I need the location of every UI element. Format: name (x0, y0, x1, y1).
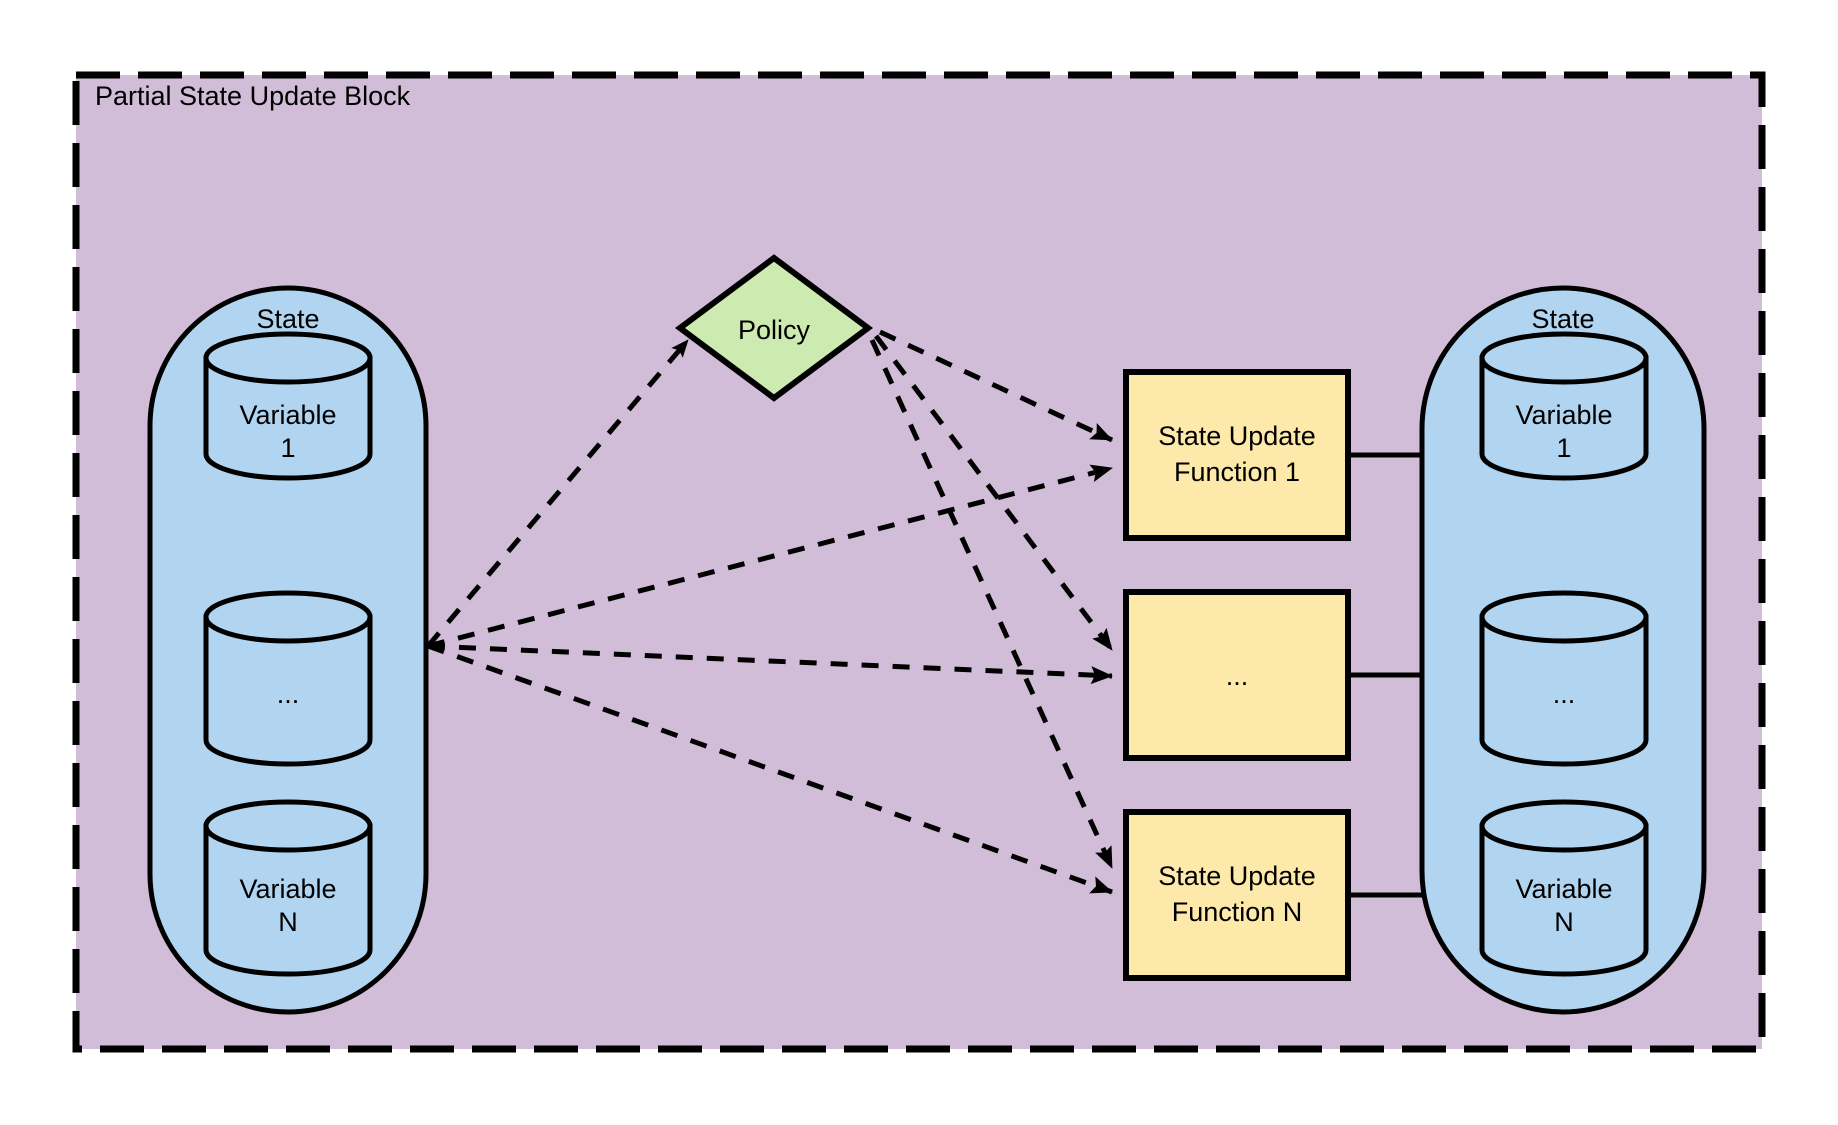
output-variable-ellipsis[interactable]: ... (1479, 590, 1649, 767)
policy-shape (674, 254, 874, 402)
output-variable-ellipsis-body (1479, 614, 1649, 767)
policy-label: Policy (738, 315, 811, 345)
edge-policy-to-function-ellipsis (874, 334, 1114, 652)
input-variable-n-label-line2: N (278, 907, 298, 937)
state-update-function-n-label-line2: Function N (1172, 897, 1303, 927)
state-update-function-ellipsis-label: ... (1226, 661, 1249, 691)
block-title: Partial State Update Block (95, 81, 411, 111)
state-update-function-n[interactable]: State Update Function N (1123, 809, 1351, 981)
state-update-function-ellipsis[interactable]: ... (1123, 589, 1351, 761)
input-variable-n-top (203, 799, 373, 853)
input-variable-ellipsis-top (203, 590, 373, 644)
input-variable-n-body (203, 823, 373, 977)
output-variable-n-label-line2: N (1554, 907, 1574, 937)
output-variable-1-label-line2: 1 (1556, 433, 1571, 463)
state-update-function-1-label-line1: State Update (1158, 421, 1316, 451)
input-variable-n[interactable]: Variable N (203, 799, 373, 977)
input-variable-n-label-line1: Variable (239, 874, 336, 904)
edge-policy-to-function-1 (878, 329, 1114, 443)
output-variable-n[interactable]: Variable N (1479, 799, 1649, 977)
input-variable-1-body (203, 355, 373, 481)
edge-input-state-to-function-n (427, 643, 1113, 895)
state-update-function-n-box (1123, 809, 1351, 981)
output-variable-ellipsis-top (1479, 590, 1649, 644)
output-variable-n-label-line1: Variable (1515, 874, 1612, 904)
edge-input-state-to-function-ellipsis (427, 643, 1113, 685)
input-state-container[interactable]: State Variable 1 ... Variable N (147, 285, 620, 1015)
input-variable-1-top (203, 331, 373, 385)
output-state-container[interactable]: State Variable 1 ... Variable N (1419, 285, 1707, 1015)
input-variable-ellipsis-body (203, 614, 373, 767)
state-update-function-1-box (1123, 369, 1351, 541)
output-variable-1[interactable]: Variable 1 (1479, 331, 1649, 481)
input-variable-ellipsis-label: ... (277, 679, 300, 709)
state-update-function-n-label-line1: State Update (1158, 861, 1316, 891)
input-state-label: State (256, 304, 319, 334)
input-variable-ellipsis[interactable]: ... (203, 590, 620, 767)
edges-from-policy (869, 329, 1115, 870)
state-update-function-1-label-line2: Function 1 (1174, 457, 1300, 487)
input-variable-1-label-line1: Variable (239, 400, 336, 430)
edge-input-state-to-policy (426, 338, 690, 648)
output-variable-n-top (1479, 799, 1649, 853)
edges-from-input-state (426, 338, 1113, 895)
output-variable-ellipsis-label: ... (1553, 679, 1576, 709)
output-variable-1-body (1479, 355, 1649, 481)
input-variable-1[interactable]: Variable 1 (203, 331, 373, 481)
edge-input-state-to-function-1 (427, 464, 1113, 649)
output-variable-n-body (1479, 823, 1649, 977)
output-state-label: State (1531, 304, 1594, 334)
input-variable-1-label-line2: 1 (280, 433, 295, 463)
state-update-function-ellipsis-box (1123, 589, 1351, 761)
policy-node[interactable]: Policy (674, 254, 874, 402)
edge-policy-to-function-n (869, 338, 1115, 870)
state-update-function-1[interactable]: State Update Function 1 (1123, 369, 1351, 541)
output-variable-1-top (1479, 331, 1649, 385)
output-variable-1-label-line1: Variable (1515, 400, 1612, 430)
